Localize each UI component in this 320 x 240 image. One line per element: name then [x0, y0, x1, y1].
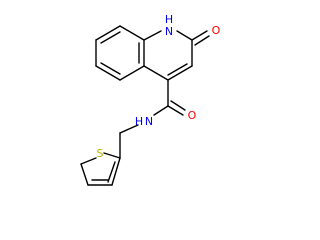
thiophene-sulfur: S [97, 147, 104, 160]
ring-nh-hydrogen: H [165, 13, 173, 26]
ring-nh-nitrogen: N [165, 25, 173, 38]
amide-nh-hydrogen: H [135, 115, 143, 128]
amide-oxygen: O [188, 109, 197, 122]
amide-nh-nitrogen: N [145, 115, 153, 128]
ring-oxygen: O [212, 24, 221, 37]
bond-lines [80, 25, 210, 186]
molecule-structure: H N O O H N S [80, 13, 221, 186]
atom-ring-nh: H N [165, 13, 173, 38]
atom-amide-nh: H N [135, 115, 153, 128]
